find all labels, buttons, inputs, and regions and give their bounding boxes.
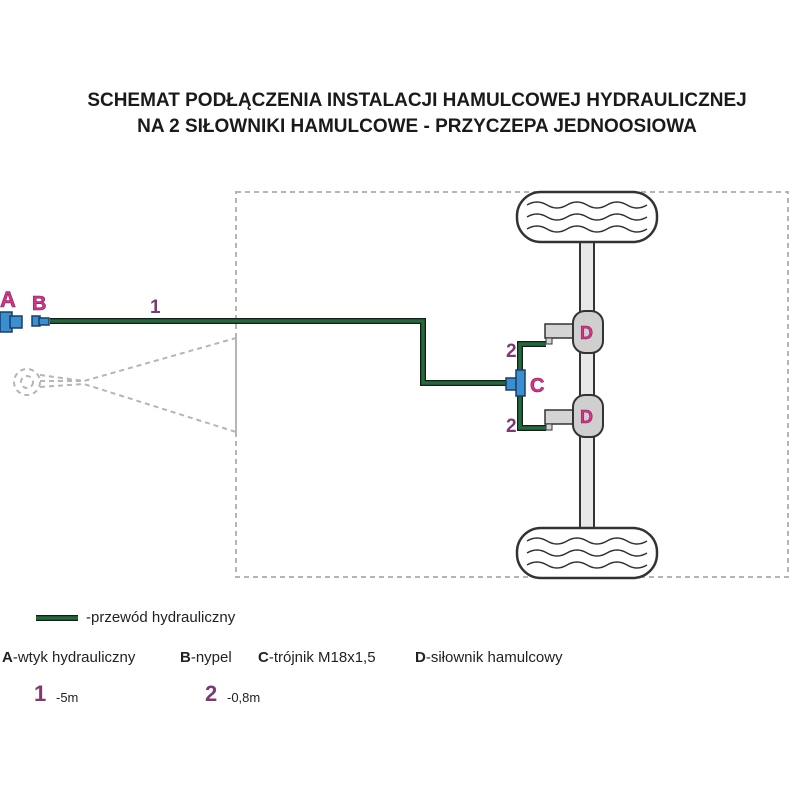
- legend-text: -trójnik M18x1,5: [268, 649, 376, 666]
- hydraulic-hose-2-bottom: [517, 392, 546, 431]
- axle: [579, 231, 595, 533]
- legend-key: B: [180, 649, 191, 666]
- length-text-2: -0,8m: [227, 690, 261, 705]
- legend-item-d: D-siłownik hamulcowy: [415, 649, 563, 666]
- label-c: C: [530, 375, 544, 397]
- legend-key: A: [2, 649, 13, 666]
- diagram-title-line1: SCHEMAT PODŁĄCZENIA INSTALACJI HAMULCOWE…: [87, 90, 747, 111]
- legend-item-b: B-nypel: [180, 649, 232, 666]
- length-text-1: -5m: [56, 690, 79, 705]
- length-number-2: 2: [205, 681, 218, 706]
- brake-actuator-bottom: [544, 394, 604, 438]
- hydraulic-plug-a: [0, 311, 23, 333]
- wheel-top: [515, 190, 659, 244]
- legend-text: -nypel: [190, 649, 232, 666]
- label-hose-2-top: 2: [506, 341, 517, 362]
- label-d-bottom: D: [580, 407, 593, 427]
- diagram-title-line2: NA 2 SIŁOWNIKI HAMULCOWE - PRZYCZEPA JED…: [137, 116, 697, 137]
- legend-text: -siłownik hamulcowy: [425, 649, 563, 666]
- legend-hose-text: -przewód hydrauliczny: [86, 609, 236, 626]
- label-hose-1: 1: [150, 297, 161, 318]
- hydraulic-hose-2-top: [517, 341, 546, 374]
- brake-actuator-top: [544, 310, 604, 354]
- legend-text: -wtyk hydrauliczny: [12, 649, 136, 666]
- legend-item-c: C-trójnik M18x1,5: [258, 649, 376, 666]
- wheel-bottom: [515, 526, 659, 580]
- legend-item-a: A-wtyk hydrauliczny: [2, 649, 135, 666]
- tee-fitting-c: [505, 369, 526, 397]
- legend-key: D: [415, 649, 426, 666]
- drawbar: [13, 337, 237, 433]
- label-a: A: [0, 287, 16, 312]
- nipple-b: [31, 315, 50, 327]
- legend-key: C: [258, 649, 269, 666]
- length-number-1: 1: [34, 681, 47, 706]
- label-b: B: [32, 293, 46, 315]
- label-d-top: D: [580, 323, 593, 343]
- label-hose-2-bottom: 2: [506, 416, 517, 437]
- hydraulic-hose-1: [50, 318, 508, 386]
